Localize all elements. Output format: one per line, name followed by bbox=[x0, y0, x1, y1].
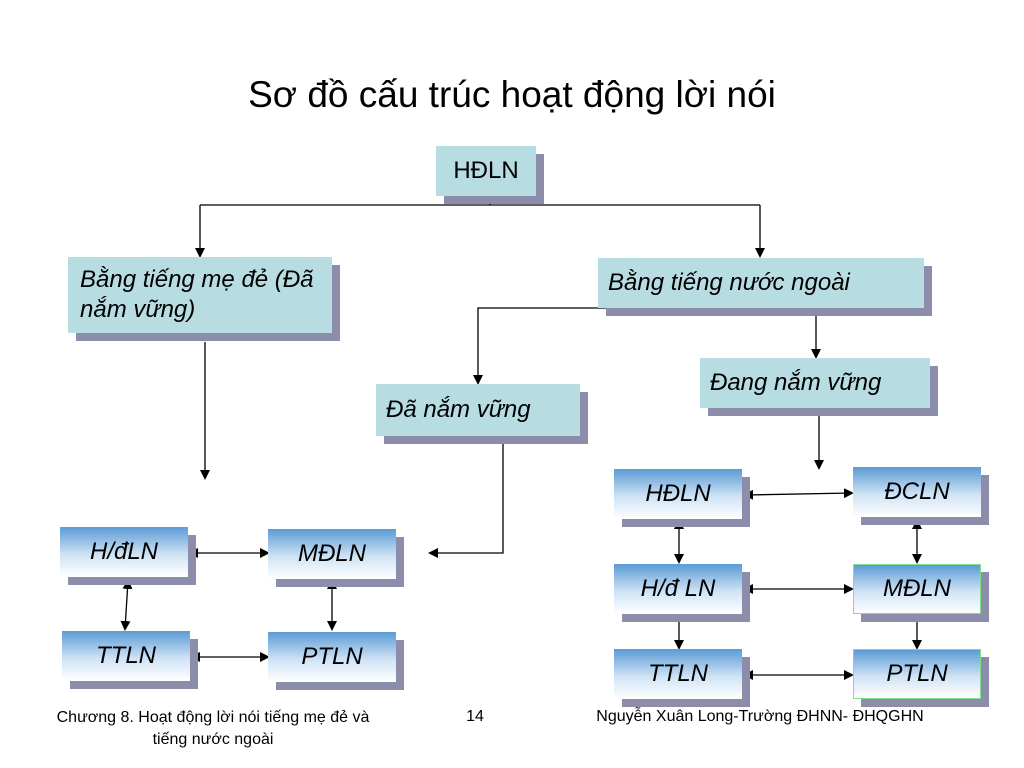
node-right-ttln: TTLN bbox=[614, 649, 742, 699]
footer-chapter: Chương 8. Hoạt động lời nói tiếng mẹ đẻ … bbox=[56, 709, 370, 748]
node-right-ptln: PTLN bbox=[853, 649, 981, 699]
node-root-hdln: HĐLN bbox=[436, 146, 536, 196]
node-right-dcln: ĐCLN bbox=[853, 467, 981, 517]
node-left-mdln: MĐLN bbox=[268, 529, 396, 579]
node-mastering: Đang nắm vững bbox=[700, 358, 930, 408]
node-native-language: Bằng tiếng mẹ đẻ (Đã nắm vững) bbox=[68, 257, 332, 333]
node-mastered: Đã nắm vững bbox=[376, 384, 580, 436]
arrow-foreign-mastered bbox=[473, 307, 760, 385]
node-left-ttln: TTLN bbox=[62, 631, 190, 681]
footer-author: Nguyễn Xuân Long-Trường ĐHNN- ĐHQGHN bbox=[596, 708, 924, 725]
arrow-hdln-ttln bbox=[120, 579, 133, 631]
node-foreign-language: Bằng tiếng nước ngoài bbox=[598, 258, 924, 308]
node-left-ptln: PTLN bbox=[268, 632, 396, 682]
node-right-mdln: MĐLN bbox=[853, 564, 981, 614]
page-title: Sơ đồ cấu trúc hoạt động lời nói bbox=[248, 74, 776, 115]
node-right-hd-ln: H/đ LN bbox=[614, 564, 742, 614]
node-left-hdln: H/đLN bbox=[60, 527, 188, 577]
arrow-foreign-mastering bbox=[760, 312, 821, 359]
arrow-mastered-leftgrid bbox=[428, 444, 504, 558]
footer-page-number: 14 bbox=[466, 708, 484, 725]
node-right-hdln: HĐLN bbox=[614, 469, 742, 519]
arrow-r-hdln-dcln bbox=[743, 488, 854, 500]
